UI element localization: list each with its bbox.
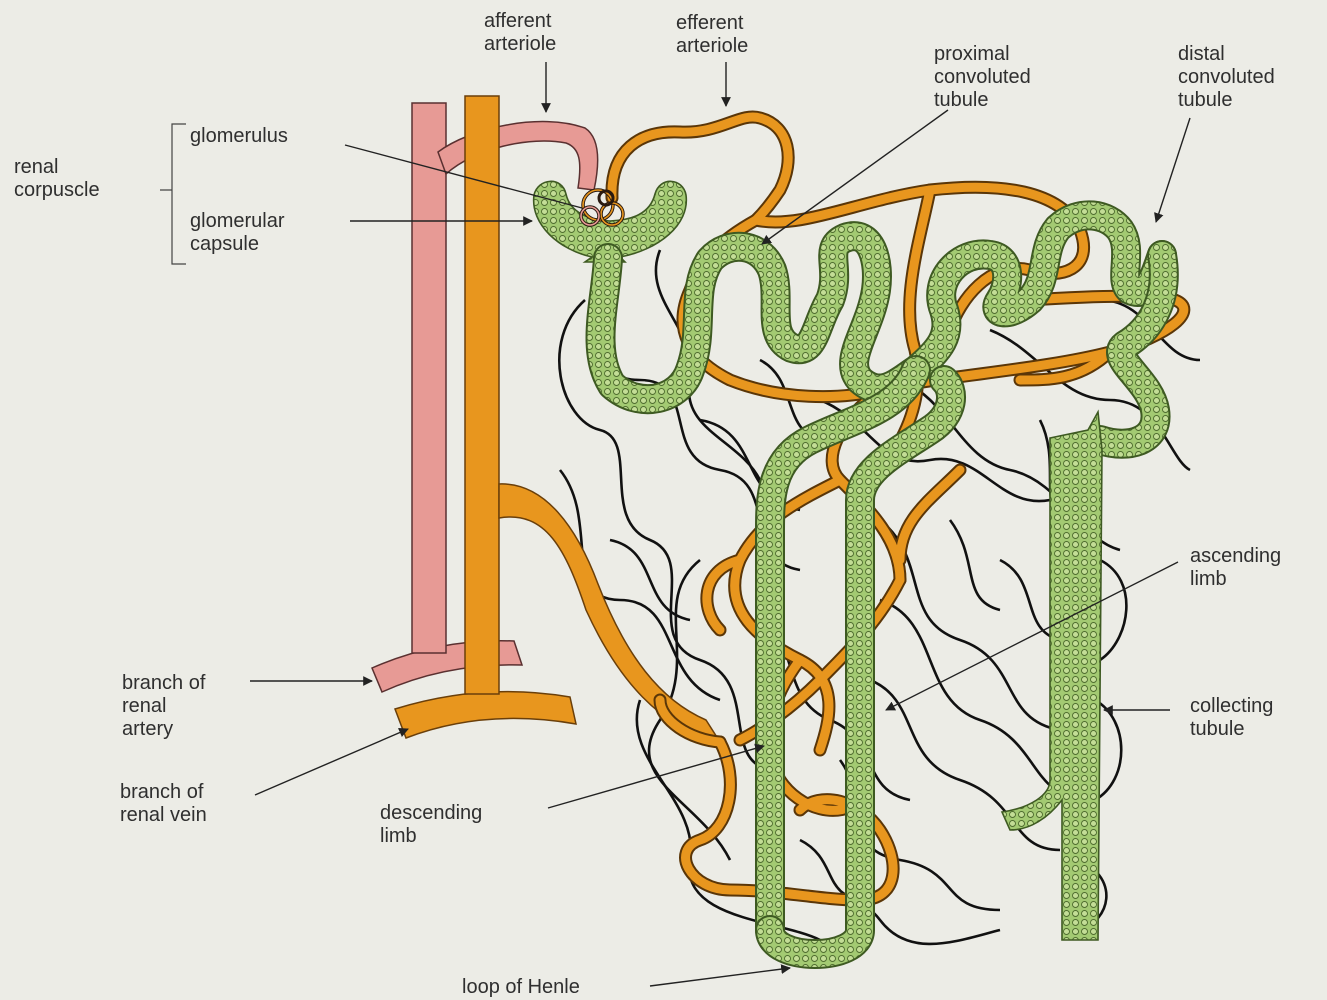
label-ascending-limb: ascending limb bbox=[1190, 545, 1281, 591]
label-afferent-arteriole: afferent arteriole bbox=[484, 10, 556, 56]
label-glomerular-capsule: glomerular capsule bbox=[190, 210, 284, 256]
label-distal-convoluted-tubule: distal convoluted tubule bbox=[1178, 43, 1275, 112]
label-branch-of-renal-vein: branch of renal vein bbox=[120, 781, 207, 827]
label-efferent-arteriole: efferent arteriole bbox=[676, 12, 748, 58]
label-renal-corpuscle: renal corpuscle bbox=[14, 156, 100, 202]
collecting-tubule bbox=[1002, 412, 1102, 940]
label-glomerulus: glomerulus bbox=[190, 125, 288, 148]
label-proximal-convoluted-tubule: proximal convoluted tubule bbox=[934, 43, 1031, 112]
label-descending-limb: descending limb bbox=[380, 802, 482, 848]
label-loop-of-henle: loop of Henle bbox=[462, 976, 580, 999]
renal-corpuscle-bracket bbox=[160, 124, 186, 264]
label-branch-of-renal-artery: branch of renal artery bbox=[122, 672, 205, 741]
label-collecting-tubule: collecting tubule bbox=[1190, 695, 1273, 741]
